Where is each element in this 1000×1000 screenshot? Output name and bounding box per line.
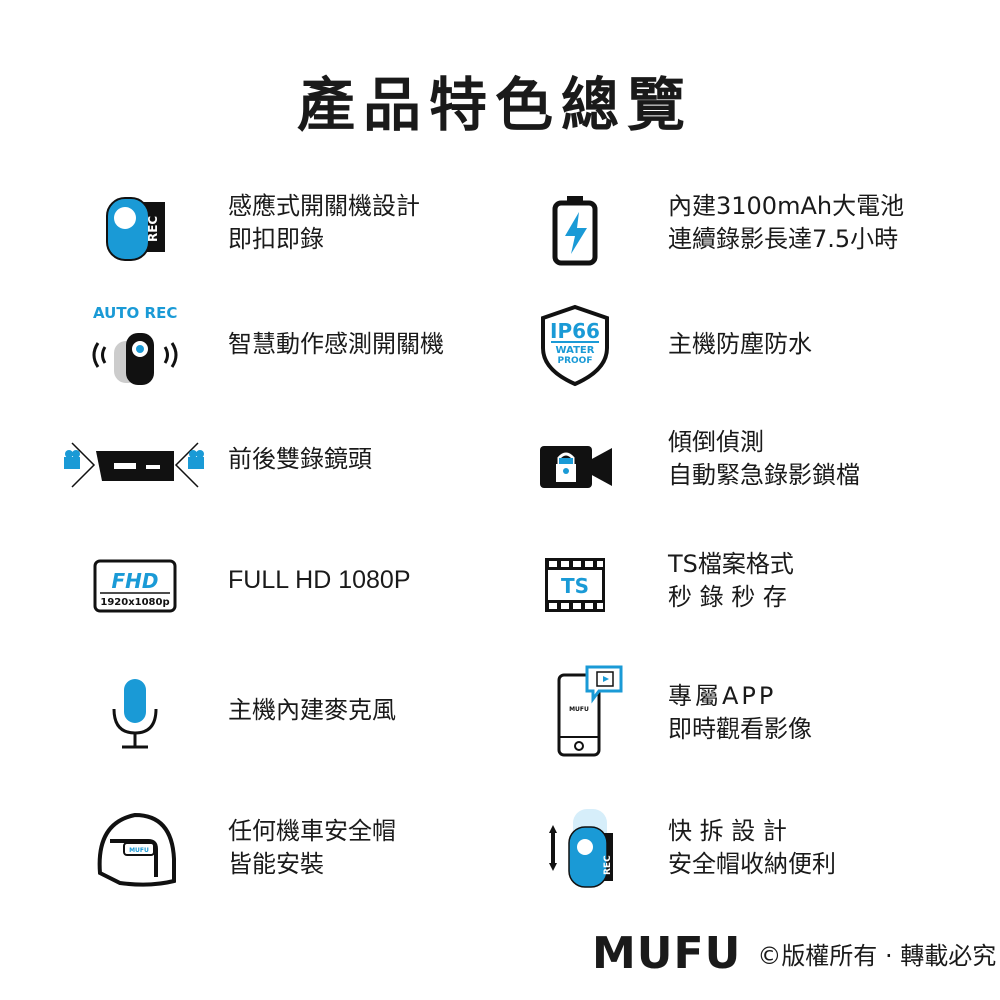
- feature-text: 主機防塵防水: [668, 328, 812, 361]
- feature-text: 感應式開關機設計即扣即錄: [228, 190, 420, 256]
- feature-app: MUFU 專屬APP 即時觀看影像: [515, 665, 955, 760]
- microphone-icon: [75, 670, 195, 760]
- text-line: 自動緊急錄影鎖檔: [668, 461, 860, 489]
- dual-lens-icon: [60, 420, 210, 510]
- feature-fhd: FHD 1920x1080p FULL HD 1080P: [75, 548, 515, 628]
- feature-crash-lock: 傾倒偵測自動緊急錄影鎖檔: [515, 426, 955, 506]
- feature-text: 主機內建麥克風: [228, 694, 396, 727]
- feature-text: 內建3100mAh大電池連續錄影長達7.5小時: [668, 190, 904, 256]
- text-line: 專屬APP: [668, 682, 777, 710]
- page-title: 產品特色總覽: [296, 71, 693, 139]
- feature-instant-record: REC 感應式開關機設計即扣即錄: [75, 190, 515, 270]
- text-line: 快 拆 設 計: [668, 817, 787, 845]
- lock-video-icon: [515, 421, 635, 511]
- text-line: 前後雙錄鏡頭: [228, 445, 372, 473]
- text-line: 任何機車安全帽: [228, 817, 396, 845]
- svg-text:FHD: FHD: [111, 569, 158, 593]
- text-line: 即時觀看影像: [668, 715, 812, 743]
- svg-text:WATER: WATER: [556, 345, 595, 356]
- feature-text: 專屬APP 即時觀看影像: [668, 680, 812, 746]
- camera-rec-icon: REC: [75, 185, 195, 275]
- feature-text: 任何機車安全帽皆能安裝: [228, 815, 396, 881]
- feature-dual-lens: 前後雙錄鏡頭: [60, 420, 500, 500]
- copyright-notice: ©版權所有 · 轉載必究: [757, 942, 997, 970]
- svg-text:MUFU: MUFU: [569, 706, 589, 713]
- svg-text:MUFU: MUFU: [129, 847, 149, 854]
- text-line: 安全帽收納便利: [668, 850, 836, 878]
- svg-text:REC: REC: [603, 855, 613, 875]
- feature-battery: 內建3100mAh大電池連續錄影長達7.5小時: [515, 190, 955, 270]
- feature-text: 快 拆 設 計安全帽收納便利: [668, 815, 836, 881]
- text-line: 秒 錄 秒 存: [668, 583, 787, 611]
- feature-helmet: MUFU 任何機車安全帽皆能安裝: [75, 812, 515, 895]
- svg-text:IP66: IP66: [550, 319, 600, 343]
- svg-text:REC: REC: [146, 216, 160, 242]
- text-line: 感應式開關機設計: [228, 192, 420, 220]
- svg-text:TS: TS: [561, 574, 589, 598]
- text-line: 連續錄影長達7.5小時: [668, 225, 899, 253]
- text-line: 傾倒偵測: [668, 428, 764, 456]
- svg-text:PROOF: PROOF: [558, 356, 593, 366]
- svg-text:1920x1080p: 1920x1080p: [100, 597, 169, 608]
- text-line: 智慧動作感測開關機: [228, 330, 444, 358]
- feature-text: FULL HD 1080P: [228, 564, 411, 597]
- feature-text: 前後雙錄鏡頭: [228, 443, 372, 476]
- detachable-mount-icon: REC: [515, 803, 635, 893]
- feature-ts-format: TS TS檔案格式秒 錄 秒 存: [515, 548, 955, 628]
- text-line: FULL HD 1080P: [228, 566, 411, 594]
- text-line: TS檔案格式: [668, 550, 794, 578]
- feature-auto-rec: AUTO REC 智慧動作感測開關機: [75, 304, 515, 390]
- feature-quick-release: REC 快 拆 設 計安全帽收納便利: [515, 809, 955, 895]
- helmet-icon: MUFU: [75, 803, 195, 893]
- phone-app-icon: MUFU: [515, 665, 635, 757]
- battery-icon: [515, 185, 635, 275]
- feature-text: 傾倒偵測自動緊急錄影鎖檔: [668, 426, 860, 492]
- ts-film-icon: TS: [515, 540, 635, 630]
- footer: MUFU ©版權所有 · 轉載必究: [592, 928, 996, 979]
- text-line: 皆能安裝: [228, 850, 324, 878]
- feature-text: TS檔案格式秒 錄 秒 存: [668, 548, 794, 614]
- feature-microphone: 主機內建麥克風: [75, 670, 515, 750]
- auto-rec-icon: [75, 310, 195, 400]
- auto-rec-label: AUTO REC: [93, 304, 178, 322]
- text-line: 內建3100mAh大電池: [668, 192, 905, 220]
- mufu-logo: MUFU: [592, 928, 742, 979]
- feature-text: 智慧動作感測開關機: [228, 328, 444, 361]
- text-line: 即扣即錄: [228, 225, 324, 253]
- fhd-icon: FHD 1920x1080p: [75, 540, 195, 630]
- text-line: 主機內建麥克風: [228, 696, 396, 724]
- text-line: 主機防塵防水: [668, 330, 812, 358]
